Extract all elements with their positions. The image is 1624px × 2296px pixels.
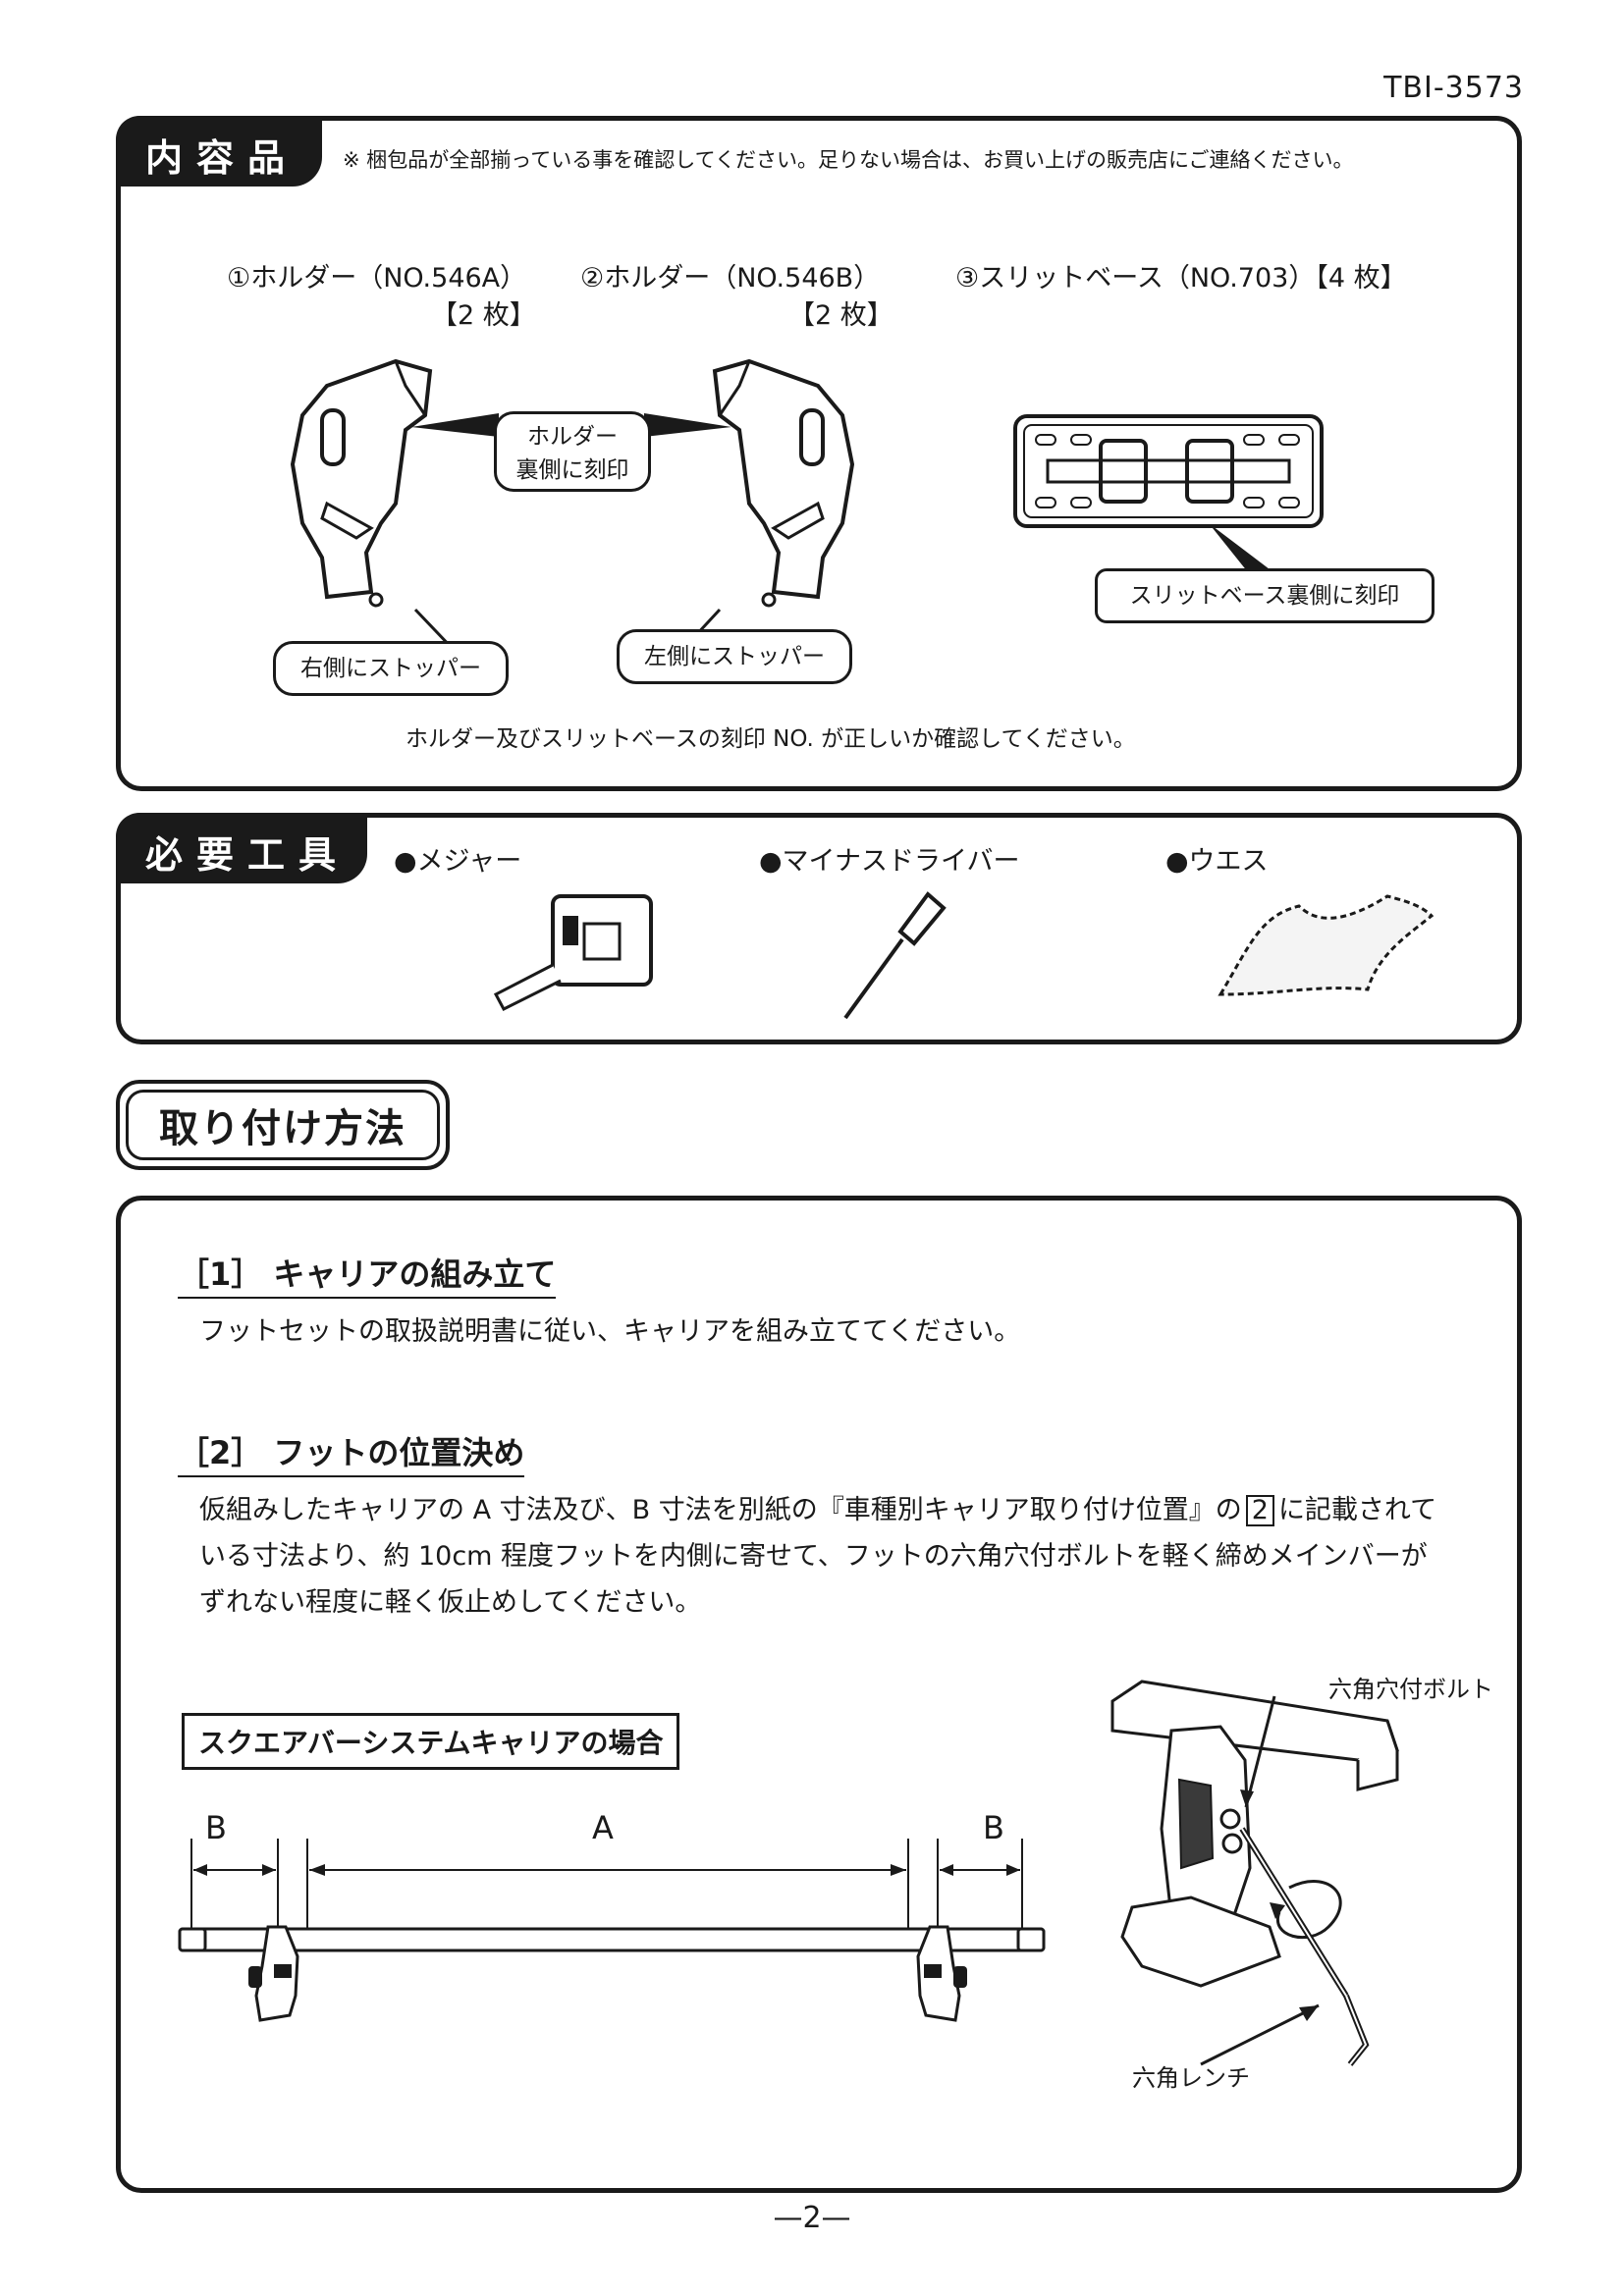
tools-tab: 必要工具 [116, 813, 367, 883]
step2-ref-number: 2 [1245, 1495, 1274, 1526]
step1-text: フットセットの取扱説明書に従い、キャリアを組み立ててください。 [199, 1316, 1021, 1347]
page-number: —2— [773, 2201, 851, 2235]
dimension-b-left: B [205, 1809, 227, 1846]
hex-socket-bolt-label: 六角穴付ボルト [1328, 1676, 1493, 1703]
tools-box: 必要工具 ●メジャー ●マイナスドライバー ●ウエス [116, 813, 1522, 1044]
step1-heading: ［1］ キャリアの組み立て [178, 1250, 557, 1299]
step2-line1-a: 仮組みしたキャリアの A 寸法及び、B 寸法を別紙の『車種別キャリア取り付け位置… [199, 1495, 1242, 1525]
contents-box: 内容品 ※ 梱包品が全部揃っている事を確認してください。足りない場合は、お買い上… [116, 116, 1522, 791]
contents-note: ※ 梱包品が全部揃っている事を確認してください。足りない場合は、お買い上げの販売… [343, 148, 1354, 172]
left-stopper-callout: 左側にストッパー [617, 629, 852, 684]
step2-line2: いる寸法より、約 10cm 程度フットを内側に寄せて、フットの六角穴付ボルトを軽… [199, 1541, 1428, 1572]
slit-mark-callout: スリットベース裏側に刻印 [1095, 568, 1435, 623]
holder-mark-callout: ホルダー 裏側に刻印 [494, 411, 651, 492]
model-number: TBI-3573 [1383, 71, 1524, 105]
step2-line1-b: に記載されて [1277, 1495, 1437, 1525]
installation-box: ［1］ キャリアの組み立て フットセットの取扱説明書に従い、キャリアを組み立てて… [116, 1196, 1522, 2193]
step2-heading: ［2］ フットの位置決め [178, 1428, 525, 1477]
rag-cloth-icon [1218, 894, 1435, 996]
right-stopper-callout: 右側にストッパー [273, 641, 509, 696]
tool-rag: ●ウエス [1165, 846, 1269, 877]
step2-text: 仮組みしたキャリアの A 寸法及び、B 寸法を別紙の『車種別キャリア取り付け位置… [199, 1487, 1495, 1626]
item-holder-a-qty: 【2 枚】 [431, 300, 536, 331]
installation-title-text: 取り付け方法 [126, 1090, 440, 1160]
contents-tab: 内容品 [116, 116, 322, 187]
holder-right-illustration [290, 358, 433, 608]
hex-wrench-label: 六角レンチ [1132, 2064, 1250, 2092]
holder-mark-line2: 裏側に刻印 [515, 457, 629, 483]
installation-section-title: 取り付け方法 [116, 1080, 450, 1170]
dimension-b-right: B [983, 1809, 1004, 1846]
dimension-a: A [592, 1809, 614, 1846]
item-holder-b-name: ②ホルダー（NO.546B） [580, 263, 881, 294]
item-holder-b-qty: 【2 枚】 [788, 300, 893, 331]
tool-tape-measure: ●メジャー [394, 846, 522, 877]
item-slit-base-name: ③スリットベース（NO.703）【4 枚】 [955, 263, 1407, 294]
contents-footer-note: ホルダー及びスリットベースの刻印 NO. が正しいか確認してください。 [406, 726, 1136, 752]
carrier-dimension-diagram [178, 1839, 1046, 2022]
holder-left-illustration [712, 358, 855, 608]
step2-line3: ずれない程度に軽く仮止めしてください。 [199, 1587, 702, 1618]
slit-base-illustration [1013, 414, 1324, 528]
step2-line1: 仮組みしたキャリアの A 寸法及び、B 寸法を別紙の『車種別キャリア取り付け位置… [199, 1487, 1495, 1533]
screwdriver-icon [843, 891, 947, 1020]
foot-detail-illustration [1110, 1680, 1399, 2066]
holder-mark-line1: ホルダー [527, 424, 618, 450]
tool-flathead-screwdriver: ●マイナスドライバー [759, 846, 1020, 877]
square-bar-system-label: スクエアバーシステムキャリアの場合 [182, 1713, 680, 1770]
tools-tab-label: 必要工具 [145, 833, 351, 877]
contents-tab-label: 内容品 [145, 136, 299, 180]
tape-measure-icon [493, 894, 653, 1011]
item-holder-a-name: ①ホルダー（NO.546A） [227, 263, 527, 294]
